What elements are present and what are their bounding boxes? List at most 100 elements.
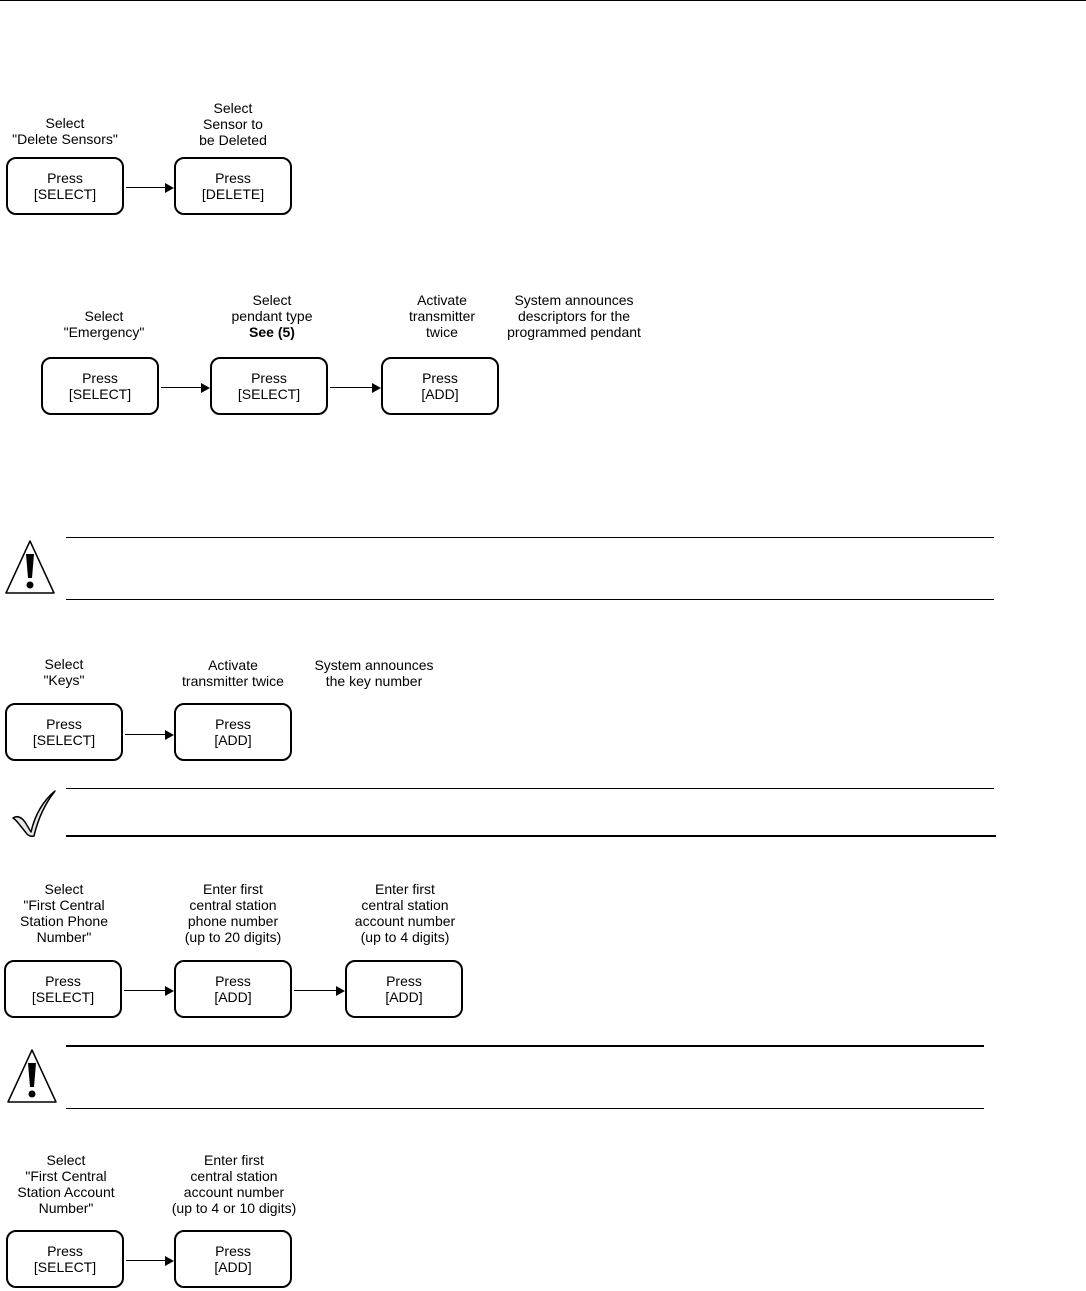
caption-line: transmitter	[408, 308, 476, 324]
caption-line: (up to 20 digits)	[184, 929, 282, 945]
caption-line: System announces	[514, 292, 634, 308]
flow4-caption-phone: Enter first central station phone number…	[185, 881, 282, 945]
flow-arrow	[124, 986, 174, 996]
box-line: Press	[47, 170, 83, 186]
caption-line: pendant type	[231, 308, 313, 324]
caption-line: Number"	[36, 929, 92, 945]
caption-line: be Deleted	[199, 132, 267, 148]
flow-arrow	[294, 986, 345, 996]
box-line: [SELECT]	[237, 386, 301, 402]
caption-line: Sensor to	[203, 116, 263, 132]
box-line: [SELECT]	[33, 186, 97, 202]
caption-line: phone number	[187, 913, 279, 929]
caption-line: twice	[426, 324, 458, 340]
warning-icon	[5, 540, 55, 594]
box-line: [ADD]	[214, 732, 252, 748]
note-bottom-rule	[66, 1108, 984, 1109]
caption-line: Enter first	[204, 1152, 264, 1168]
box-line: Press	[251, 370, 287, 386]
caption-line: Number"	[38, 1200, 94, 1216]
flow3-step-add-box: Press [ADD]	[174, 703, 292, 761]
box-line: Press	[215, 716, 251, 732]
caption-line: (up to 4 or 10 digits)	[171, 1200, 297, 1216]
flow2-caption-activate: Activate transmitter twice	[409, 292, 475, 340]
caption-line: account number	[354, 913, 456, 929]
caption-line: "First Central	[23, 897, 105, 913]
caption-line: Station Phone	[20, 913, 108, 929]
caption-line: Select	[45, 115, 85, 131]
box-line: [DELETE]	[201, 186, 265, 202]
caption-line: "First Central	[25, 1168, 107, 1184]
box-line: Press	[82, 370, 118, 386]
caption-line: Activate	[417, 292, 467, 308]
flow4-step-select-box: Press [SELECT]	[4, 960, 122, 1018]
warning-icon	[7, 1049, 57, 1103]
caption-line: account number	[183, 1184, 285, 1200]
flow3-step-select-box: Press [SELECT]	[5, 703, 123, 761]
flow2-step-pendant-box: Press [SELECT]	[210, 357, 328, 415]
caption-line: Select	[46, 1152, 86, 1168]
box-line: [SELECT]	[33, 1259, 97, 1275]
caption-line: "Emergency"	[63, 324, 145, 340]
note-top-rule	[66, 1045, 984, 1047]
flow4-step-account-box: Press [ADD]	[345, 960, 463, 1018]
box-line: [SELECT]	[68, 386, 132, 402]
flow5-caption-account: Enter first central station account numb…	[172, 1152, 297, 1216]
caption-line: Select	[44, 656, 84, 672]
flow4-caption-select: Select "First Central Station Phone Numb…	[20, 881, 108, 945]
caption-line: Enter first	[375, 881, 435, 897]
box-line: Press	[46, 716, 82, 732]
flow-arrow	[330, 383, 381, 393]
caption-line: Select	[84, 308, 124, 324]
flow-arrow	[126, 183, 174, 193]
box-line: Press	[215, 1243, 251, 1259]
caption-line: Select	[252, 292, 292, 308]
caption-line: the key number	[325, 673, 423, 689]
flow4-caption-account: Enter first central station account numb…	[355, 881, 455, 945]
box-line: Press	[422, 370, 458, 386]
note-bottom-rule	[66, 599, 994, 600]
flow2-step-add-box: Press [ADD]	[381, 357, 499, 415]
caption-line: Select	[44, 881, 84, 897]
caption-line: transmitter twice	[182, 673, 284, 689]
caption-line: System announces	[314, 657, 434, 673]
caption-line: programmed pendant	[507, 324, 641, 340]
flow1-caption-select: Select "Delete Sensors"	[12, 115, 118, 147]
flow-arrow	[126, 1256, 174, 1266]
caption-line: "Keys"	[43, 672, 85, 688]
caption-line: central station	[361, 897, 449, 913]
caption-line: Select	[213, 100, 253, 116]
box-line: [ADD]	[214, 989, 252, 1005]
caption-line: Station Account	[17, 1184, 115, 1200]
flow1-caption-sensor: Select Sensor to be Deleted	[199, 100, 267, 148]
checkmark-icon	[12, 790, 56, 837]
note-bottom-rule	[66, 835, 996, 837]
box-line: [ADD]	[385, 989, 423, 1005]
box-line: Press	[215, 170, 251, 186]
flow4-step-phone-box: Press [ADD]	[174, 960, 292, 1018]
box-line: [SELECT]	[31, 989, 95, 1005]
flow5-step-add-box: Press [ADD]	[174, 1230, 292, 1288]
flow-arrow	[125, 730, 174, 740]
box-line: Press	[215, 973, 251, 989]
caption-line: (up to 4 digits)	[360, 929, 450, 945]
box-line: [ADD]	[214, 1259, 252, 1275]
flow2-caption-announce: System announces descriptors for the pro…	[507, 292, 641, 340]
flow3-caption-announce: System announces the key number	[314, 657, 433, 689]
box-line: [ADD]	[421, 386, 459, 402]
box-line: Press	[386, 973, 422, 989]
box-line: Press	[47, 1243, 83, 1259]
box-line: [SELECT]	[32, 732, 96, 748]
flow1-step-delete-box: Press [DELETE]	[174, 157, 292, 215]
caption-line: descriptors for the	[517, 308, 631, 324]
flow-arrow	[161, 383, 210, 393]
caption-line: central station	[190, 1168, 278, 1184]
flow5-caption-select: Select "First Central Station Account Nu…	[17, 1152, 114, 1216]
caption-line: Activate	[208, 657, 258, 673]
caption-line: central station	[189, 897, 277, 913]
caption-line: Enter first	[203, 881, 263, 897]
flow3-caption-select: Select "Keys"	[43, 656, 84, 688]
flow2-step-select-box: Press [SELECT]	[41, 357, 159, 415]
page-top-rule	[0, 0, 1086, 1]
note-top-rule	[66, 788, 994, 789]
